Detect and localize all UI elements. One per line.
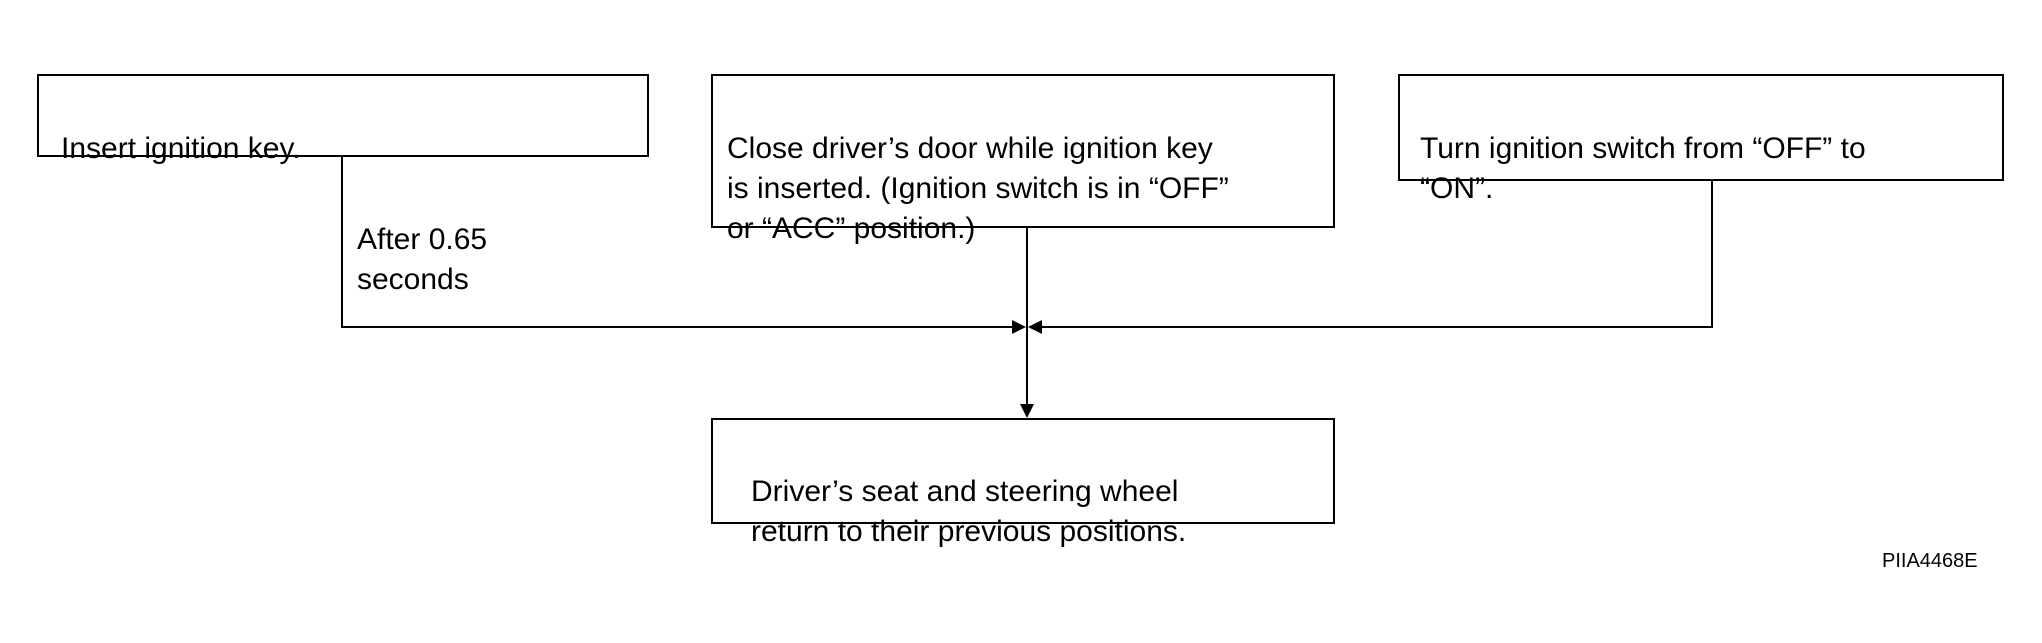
step-insert-ignition-key: Insert ignition key. <box>37 74 649 165</box>
step-insert-ignition-key-text: Insert ignition key. <box>61 132 301 165</box>
arrowhead-down <box>1020 404 1034 418</box>
step-turn-ignition-switch: Turn ignition switch from “OFF” to “ON”. <box>1398 74 2004 205</box>
step-turn-ignition-switch-text: Turn ignition switch from “OFF” to “ON”. <box>1420 132 1866 205</box>
connector-turn-switch <box>1042 181 1713 328</box>
delay-label: After 0.65 seconds <box>357 223 488 296</box>
arrowhead-left <box>1028 320 1042 334</box>
result-seat-and-wheel-return: Driver’s seat and steering wheel return … <box>711 418 1335 548</box>
step-close-drivers-door: Close driver’s door while ignition key i… <box>711 74 1335 245</box>
result-seat-and-wheel-return-text: Driver’s seat and steering wheel return … <box>751 475 1187 548</box>
arrowhead-right <box>1012 320 1026 334</box>
connector-insert-key <box>341 157 1012 328</box>
figure-code: PIIA4468E <box>1882 550 1978 572</box>
step-close-drivers-door-text: Close driver’s door while ignition key i… <box>727 132 1229 245</box>
